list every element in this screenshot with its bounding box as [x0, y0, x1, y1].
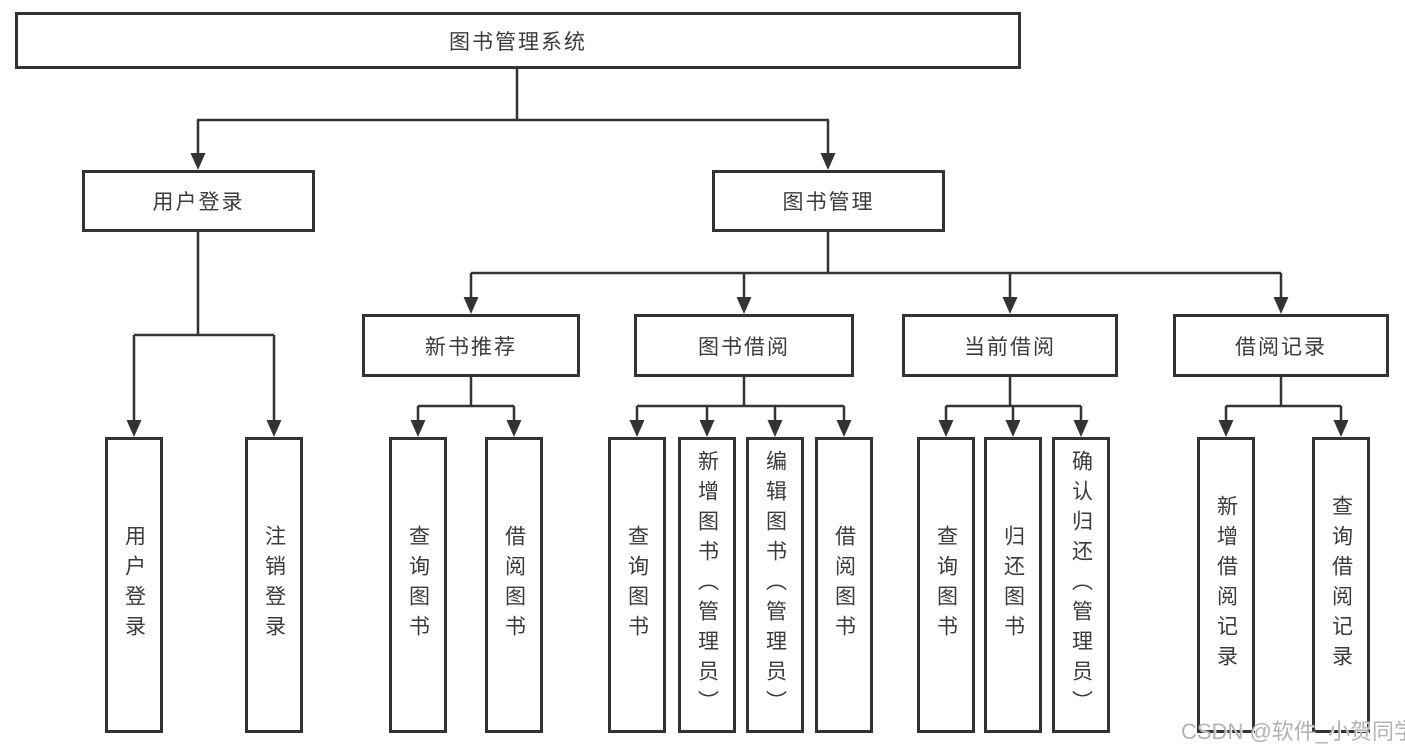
node-leaf-return-book-label: 归还图书	[1001, 525, 1025, 645]
node-leaf-confirm-return-admin: 确认归还（管理员）	[1052, 437, 1110, 733]
node-borrowing-records-label: 借阅记录	[1235, 335, 1327, 359]
node-leaf-borrow-books-label: 借阅图书	[832, 525, 856, 645]
node-leaf-return-book: 归还图书	[984, 437, 1042, 733]
node-leaf-confirm-return-admin-label: 确认归还（管理员）	[1069, 450, 1093, 720]
node-leaf-query-books-borrowing: 查询图书	[608, 437, 666, 733]
node-leaf-add-borrow-record: 新增借阅记录	[1197, 437, 1255, 733]
node-leaf-edit-book-admin: 编辑图书（管理员）	[746, 437, 804, 733]
node-leaf-query-books-current: 查询图书	[917, 437, 975, 733]
node-leaf-query-books-current-label: 查询图书	[934, 525, 958, 645]
node-book-management-module-label: 图书管理	[782, 191, 875, 214]
node-leaf-user-login-label: 用户登录	[122, 525, 146, 645]
node-leaf-query-books-recommend: 查询图书	[389, 437, 447, 733]
node-leaf-logout: 注销登录	[245, 437, 303, 733]
node-leaf-borrow-books-recommend-label: 借阅图书	[502, 525, 526, 645]
node-leaf-query-borrow-record: 查询借阅记录	[1312, 437, 1370, 733]
node-leaf-user-login: 用户登录	[105, 437, 163, 733]
node-leaf-edit-book-admin-label: 编辑图书（管理员）	[763, 450, 787, 720]
node-new-book-recommend: 新书推荐	[362, 314, 580, 377]
node-leaf-borrow-books: 借阅图书	[815, 437, 873, 733]
node-leaf-add-book-admin: 新增图书（管理员）	[678, 437, 736, 733]
node-book-management-module: 图书管理	[712, 170, 945, 232]
node-leaf-query-books-borrowing-label: 查询图书	[625, 525, 649, 645]
node-current-borrowing: 当前借阅	[902, 314, 1118, 377]
node-leaf-query-books-recommend-label: 查询图书	[406, 525, 430, 645]
node-leaf-query-borrow-record-label: 查询借阅记录	[1329, 495, 1353, 675]
node-user-login-module: 用户登录	[82, 170, 315, 232]
node-book-borrowing: 图书借阅	[634, 314, 854, 377]
node-current-borrowing-label: 当前借阅	[964, 335, 1056, 359]
node-root-label: 图书管理系统	[449, 30, 587, 54]
csdn-watermark: CSDN @软件_小贺同学	[1181, 719, 1405, 744]
node-leaf-add-book-admin-label: 新增图书（管理员）	[695, 450, 719, 720]
node-leaf-add-borrow-record-label: 新增借阅记录	[1214, 495, 1238, 675]
node-leaf-borrow-books-recommend: 借阅图书	[485, 437, 543, 733]
node-root: 图书管理系统	[15, 12, 1021, 69]
node-user-login-module-label: 用户登录	[152, 191, 245, 214]
node-new-book-recommend-label: 新书推荐	[425, 335, 517, 359]
node-book-borrowing-label: 图书借阅	[698, 335, 790, 359]
node-borrowing-records: 借阅记录	[1173, 314, 1389, 377]
node-leaf-logout-label: 注销登录	[262, 525, 286, 645]
